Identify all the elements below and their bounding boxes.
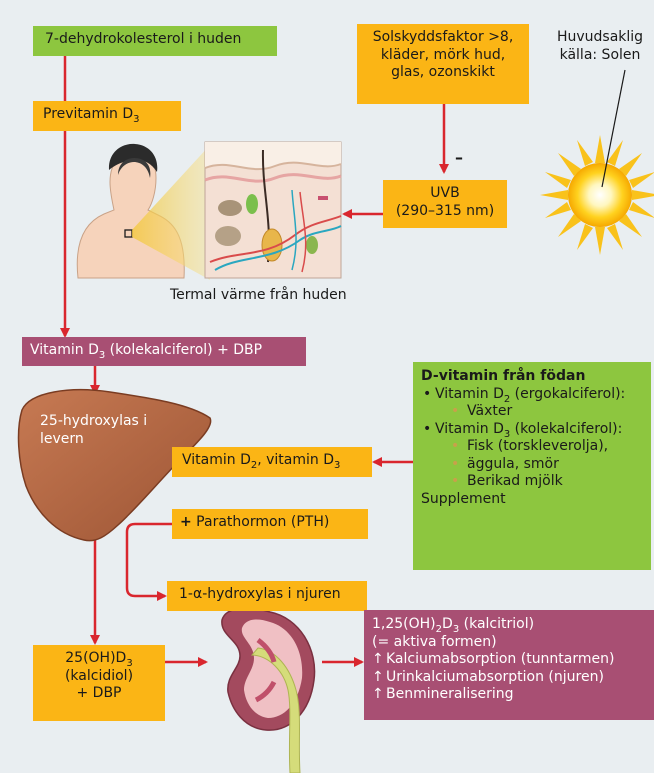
uvb-line-1: UVB: [430, 185, 460, 201]
kalcidiol-line-1: 25(OH)D3: [37, 650, 161, 668]
uvb-box: UVB (290–315 nm): [383, 180, 507, 228]
calcitriol-effect-1: ↑Kalciumabsorption (tunntarmen): [372, 651, 646, 669]
diet-title: D-vitamin från födan: [421, 368, 586, 384]
calcitriol-line-2: (= aktiva formen): [372, 633, 497, 650]
previtamin-box: Previtamin D3: [33, 101, 181, 131]
diet-sub-fish: Fisk (torskleverolja),: [421, 438, 643, 456]
calcitriol-sub2: 3: [452, 623, 460, 635]
vitd2d3-b-sub: 3: [334, 459, 341, 471]
pth-label: Parathormon (PTH): [191, 514, 330, 530]
diet-sub-egg: äggula, smör: [421, 456, 643, 474]
calcitriol-l1a: 1,25(OH): [372, 616, 436, 632]
calcitriol-l1c: (kalcitriol): [459, 616, 535, 632]
sun-label-line-1: Huvudsaklig: [556, 29, 644, 45]
liver-label: 25-hydroxylas i levern: [40, 412, 147, 448]
diet-supplement: Supplement: [421, 490, 506, 507]
diet-sub-milk: Berikad mjölk: [421, 473, 643, 491]
sun-label-pointer: [601, 69, 626, 188]
calcitriol-box: 1,25(OH)2D3 (kalcitriol) (= aktiva forme…: [364, 610, 654, 720]
sun-icon: [540, 135, 654, 255]
effect-3-label: Benmineralisering: [386, 686, 514, 702]
increase-arrow-icon: ↑: [372, 686, 384, 702]
previtamin-subscript: 3: [133, 113, 140, 125]
hydroxylas-label: 1-α-hydroxylas i njuren: [179, 586, 341, 602]
source-box: 7-dehydrokolesterol i huden: [33, 26, 277, 56]
diet-sub-plants: Växter: [421, 403, 643, 421]
pth-box: + Parathormon (PTH): [172, 509, 368, 539]
sun-label-line-2: källa: Solen: [559, 47, 641, 64]
skin-cross-section-illustration: [204, 141, 342, 279]
sunscreen-line-2: kläder, mörk hud,: [380, 46, 506, 63]
sun-label: Huvudsaklig källa: Solen: [548, 28, 652, 64]
liver-label-line-1: 25-hydroxylas i: [40, 413, 148, 429]
vitamin-d3-sub: 3: [98, 349, 106, 361]
vitamin-d3-post: (kolekalciferol) + DBP: [105, 342, 263, 358]
calcitriol-effect-2: ↑Urinkalciumabsorption (njuren): [372, 669, 646, 687]
diet-item2-pre: Vitamin D: [435, 420, 504, 437]
vitamin-d3-pre: Vitamin D: [30, 342, 99, 358]
kalcidiol-line-2: (kalcidiol): [64, 667, 134, 684]
effect-2-label: Urinkalciumabsorption (njuren): [386, 668, 604, 685]
arrow-pth-to-hydroxylas: [125, 522, 172, 601]
sunscreen-box: Solskyddsfaktor >8, kläder, mörk hud, gl…: [357, 24, 529, 104]
liver-label-line-2: levern: [40, 431, 84, 448]
thermal-label: Termal värme från huden: [170, 287, 347, 303]
calcitriol-sub1: 2: [435, 623, 443, 635]
uvb-line-2: (290–315 nm): [395, 202, 495, 219]
diet-item-vitamin-d3: Vitamin D3 (kolekalciferol):: [421, 421, 643, 439]
effect-1-label: Kalciumabsorption (tunntarmen): [386, 651, 615, 667]
vitamin-d3-box: Vitamin D3 (kolekalciferol) + DBP: [22, 337, 306, 366]
liver-illustration: [17, 389, 212, 542]
sunscreen-line-3: glas, ozonskikt: [391, 64, 495, 80]
diet-item1-post: (ergokalciferol):: [510, 385, 626, 402]
pth-plus: +: [180, 514, 192, 530]
hydroxylas-box: 1-α-hydroxylas i njuren: [167, 581, 367, 611]
kalcidiol-l1-sub: 3: [126, 657, 133, 669]
diet-item-vitamin-d2: Vitamin D2 (ergokalciferol):: [421, 386, 643, 404]
vitd2d3-a-sub: 2: [250, 459, 258, 471]
diet-item2-post: (kolekalciferol):: [510, 420, 623, 437]
diet-item1-sub: 2: [503, 393, 511, 405]
kalcidiol-box: 25(OH)D3 (kalcidiol) + DBP: [33, 645, 165, 721]
calcitriol-line-1: 1,25(OH)2D3 (kalcitriol): [372, 616, 646, 634]
sunscreen-line-1: Solskyddsfaktor >8,: [372, 29, 514, 45]
vitd2d3-a: Vitamin D: [182, 452, 251, 468]
kalcidiol-l1: 25(OH)D: [65, 650, 127, 666]
minus-sign: –: [455, 148, 463, 167]
diet-item2-sub: 3: [503, 428, 511, 440]
magnification-beam: [132, 145, 210, 280]
vitd2d3-mid: , vitamin D: [257, 452, 335, 468]
diet-item1-pre: Vitamin D: [435, 385, 504, 402]
vitamin-d2-d3-box: Vitamin D2, vitamin D3: [172, 447, 372, 477]
increase-arrow-icon: ↑: [372, 651, 384, 667]
previtamin-label: Previtamin D: [43, 106, 134, 122]
increase-arrow-icon: ↑: [372, 668, 384, 685]
calcitriol-l1b: D: [442, 616, 453, 632]
calcitriol-effect-3: ↑Benmineralisering: [372, 686, 646, 704]
kidney-illustration: [221, 607, 316, 773]
diet-box: D-vitamin från födan Vitamin D2 (ergokal…: [413, 362, 651, 570]
source-box-label: 7-dehydrokolesterol i huden: [45, 31, 242, 47]
kalcidiol-line-3: + DBP: [76, 685, 122, 701]
